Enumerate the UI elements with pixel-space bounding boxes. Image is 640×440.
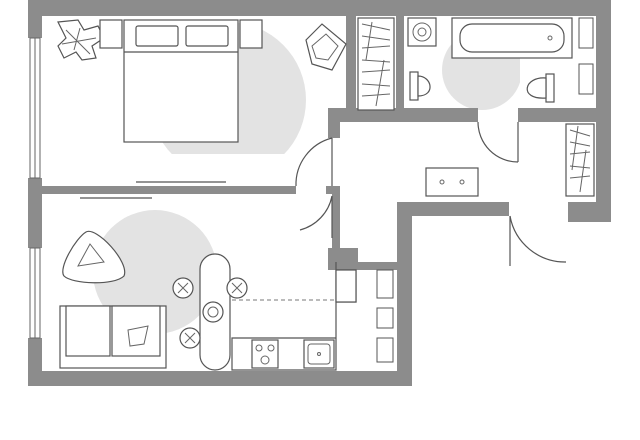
living-clearance [93, 210, 217, 334]
stove-icon [251, 339, 279, 369]
notch [376, 307, 394, 329]
wall-wardrobe-left [346, 16, 356, 112]
kitchen-counter [231, 262, 357, 371]
wall-hall-top [328, 108, 478, 122]
wall-bath-left [396, 16, 404, 114]
wall-left-top [28, 0, 42, 38]
toilet-icon [409, 71, 555, 103]
bench-icon [425, 167, 479, 197]
sofa-icon [59, 305, 167, 369]
walls [28, 0, 611, 386]
sliding-door [80, 181, 226, 199]
wall-right-step [568, 202, 611, 222]
wall-right-living [397, 202, 412, 386]
wall-bedroom-right-lower [332, 186, 340, 262]
door-icon [295, 121, 567, 266]
bed-icon [123, 19, 239, 143]
notch [376, 269, 394, 299]
wall-left-mid [28, 178, 42, 248]
wall-right-upper [596, 0, 611, 222]
bathtub-icon [451, 17, 573, 59]
armchair-icon [305, 23, 347, 71]
nightstand [99, 19, 263, 49]
window-icon [29, 37, 41, 339]
kitchen-sink-icon [303, 339, 335, 369]
lamp-table-icon [62, 230, 126, 284]
notch [578, 63, 594, 95]
notch [578, 17, 594, 49]
plant-icon [57, 19, 105, 61]
washing-machine-icon [407, 17, 437, 47]
chair-icon [172, 277, 248, 349]
wall-bedroom-bottom [42, 186, 296, 194]
wall-hall-stub [568, 202, 574, 222]
wall-hall-top-right [518, 108, 596, 122]
wall-hall-bottom [397, 202, 509, 216]
wall-bottom-living [28, 371, 412, 386]
wall-notches [376, 17, 594, 363]
wall-kitchen-niche-2 [328, 262, 398, 270]
wall-top [28, 0, 611, 16]
wardrobe-icon [357, 17, 395, 111]
hall-wardrobe-icon [565, 123, 595, 197]
notch [376, 337, 394, 363]
